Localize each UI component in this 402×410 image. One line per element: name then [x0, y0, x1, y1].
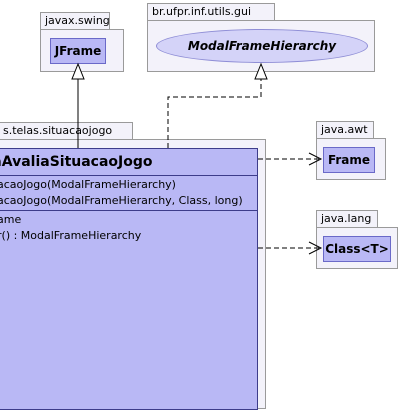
constructor-text: acaoJogo(ModalFrameHierarchy, Class, lon…: [0, 194, 243, 207]
member-text: r() : ModalFrameHierarchy: [0, 229, 142, 242]
constructor-text: acaoJogo(ModalFrameHierarchy): [0, 178, 176, 191]
constructor-item: acaoJogo(ModalFrameHierarchy): [0, 177, 257, 193]
members-section: ame r() : ModalFrameHierarchy: [0, 211, 257, 245]
class-frame[interactable]: Frame: [323, 147, 375, 173]
interface-modal-frame-hierarchy[interactable]: ModalFrameHierarchy: [156, 29, 368, 63]
package-tab-javax-swing: javax.swing: [40, 12, 110, 30]
dependency-arrowhead-frame: [308, 152, 323, 166]
class-title: elaAvaliaSituacaoJogo: [0, 149, 257, 176]
constructors-section: acaoJogo(ModalFrameHierarchy) acaoJogo(M…: [0, 176, 257, 211]
member-item: ame: [0, 212, 257, 228]
dependency-arrowhead-class: [308, 241, 323, 255]
realization-arrowhead: [254, 62, 268, 80]
class-name: elaAvaliaSituacaoJogo: [0, 154, 153, 170]
member-item: r() : ModalFrameHierarchy: [0, 228, 257, 244]
inheritance-arrowhead: [71, 62, 85, 80]
class-tela-avalia-situacao-jogo[interactable]: elaAvaliaSituacaoJogo acaoJogo(ModalFram…: [0, 148, 258, 410]
realization-line: [167, 79, 262, 148]
class-class-t[interactable]: Class<T>: [323, 236, 391, 262]
member-text: ame: [0, 213, 22, 226]
constructor-item: acaoJogo(ModalFrameHierarchy, Class, lon…: [0, 193, 257, 209]
